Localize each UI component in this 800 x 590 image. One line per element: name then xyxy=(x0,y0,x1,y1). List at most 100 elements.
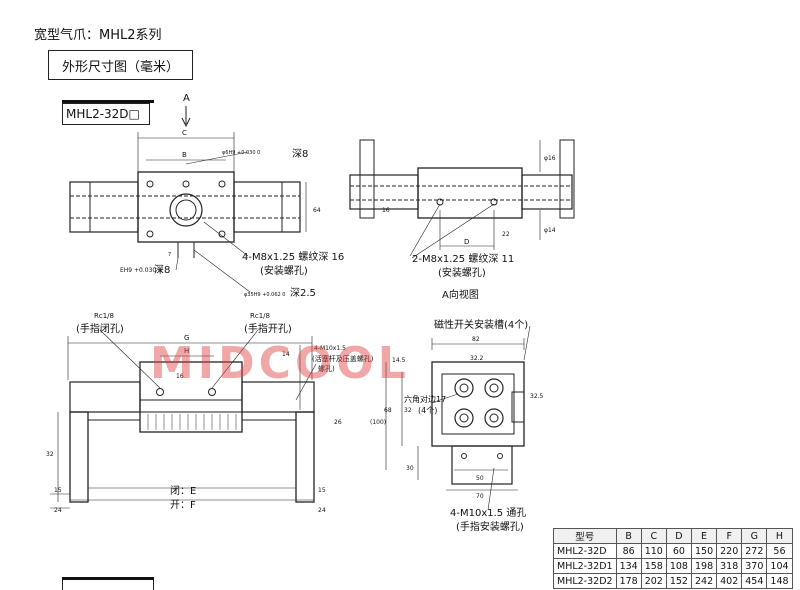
label-a-view: A向视图 xyxy=(442,288,479,301)
table-cell: 56 xyxy=(766,543,793,559)
label-dim-24b: 24 xyxy=(318,507,326,514)
label-phi14: φ14 xyxy=(544,227,556,234)
label-c: C xyxy=(182,129,187,137)
table-cell: F xyxy=(716,528,743,544)
model-label: MHL2-32D□ xyxy=(62,103,150,125)
table-cell: 402 xyxy=(716,573,743,589)
table-cell: B xyxy=(615,528,642,544)
table-cell: MHL2-32D1 xyxy=(553,558,617,574)
label-hex: 六角对边17 xyxy=(404,394,446,404)
label-hex-count: (4个) xyxy=(418,406,437,415)
table-cell: 148 xyxy=(766,573,793,589)
label-open-f: 开：F xyxy=(170,500,196,511)
label-dim-16b: 16 xyxy=(176,373,184,380)
next-model-bar xyxy=(62,577,154,580)
table-cell: 型号 xyxy=(553,528,617,544)
label-dim-30: 30 xyxy=(406,465,414,472)
page-title: 宽型气爪：MHL2系列 xyxy=(34,28,162,43)
top-view-left xyxy=(69,106,307,293)
label-finger-open: (手指开孔) xyxy=(244,322,292,335)
label-mount-screw-1: (安装螺孔) xyxy=(260,264,308,277)
table-cell: 318 xyxy=(716,558,743,574)
label-dim-16: 16 xyxy=(382,207,390,214)
label-dim-32-2: 32.2 xyxy=(470,355,484,362)
label-m10-top-note: (活塞杆及压盖螺孔) xyxy=(312,354,374,363)
label-hole-35: φ35H9 +0.062 0 xyxy=(244,292,285,298)
table-cell: G xyxy=(741,528,768,544)
table-cell: 158 xyxy=(640,558,667,574)
label-dim-14: 14 xyxy=(282,351,290,358)
front-view xyxy=(50,329,317,509)
label-dim-24: 24 xyxy=(54,507,62,514)
table-cell: 178 xyxy=(615,573,642,589)
table-cell: 370 xyxy=(741,558,768,574)
label-depth8-top: 深8 xyxy=(292,148,308,160)
section-title: 外形尺寸图（毫米） xyxy=(48,50,193,80)
table-cell: MHL2-32D xyxy=(553,543,617,559)
label-switch-slot: 磁性开关安装槽(4个) xyxy=(434,318,528,331)
table-cell: 454 xyxy=(741,573,768,589)
watermark: MIDCOOL xyxy=(150,338,410,389)
table-cell: 202 xyxy=(640,573,667,589)
table-cell: 110 xyxy=(640,543,667,559)
table-cell: 242 xyxy=(690,573,718,589)
label-dim-14-5: 14.5 xyxy=(392,357,406,364)
a-view xyxy=(385,325,531,511)
label-dim-68: 68 xyxy=(384,407,392,414)
label-dim-64: 64 xyxy=(313,207,321,214)
model-label-bar xyxy=(62,100,154,103)
label-dim-50: 50 xyxy=(476,475,484,482)
table-cell: 272 xyxy=(741,543,768,559)
label-eh9: EH9 +0.030 0 xyxy=(120,267,162,274)
label-dim-32-left: 32 xyxy=(46,451,54,458)
label-a-arrow: A xyxy=(183,93,190,104)
table-cell: MHL2-32D2 xyxy=(553,573,617,589)
label-m10-bottom-note: (手指安装螺孔) xyxy=(456,520,524,533)
label-b: B xyxy=(182,151,187,159)
table-cell: 60 xyxy=(665,543,692,559)
label-m8-spec-2: 2-M8x1.25 螺纹深 11 xyxy=(412,252,514,265)
label-d: D xyxy=(464,238,469,246)
label-hole-top: φ6H9 +0.030 0 xyxy=(222,150,260,156)
table-cell: 134 xyxy=(615,558,642,574)
table-cell: D xyxy=(665,528,692,544)
table-cell: 86 xyxy=(615,543,642,559)
label-depth8-left: 深8 xyxy=(154,264,170,276)
table-cell: 104 xyxy=(766,558,793,574)
next-model-box xyxy=(62,580,154,590)
table-cell: 108 xyxy=(665,558,692,574)
table-cell: 152 xyxy=(665,573,692,589)
table-cell: 150 xyxy=(690,543,718,559)
label-dim-15b: 15 xyxy=(318,487,326,494)
table-cell: H xyxy=(766,528,793,544)
label-rc-right: Rc1/8 xyxy=(250,312,270,320)
label-close-e: 闭：E xyxy=(170,484,196,497)
label-m8-spec: 4-M8x1.25 螺纹深 16 xyxy=(242,250,344,263)
label-dim-7: 7 xyxy=(168,252,171,258)
label-dim-32-5: 32.5 xyxy=(530,393,544,400)
label-rc-left: Rc1/8 xyxy=(94,312,114,320)
table-cell: C xyxy=(640,528,667,544)
label-g: G xyxy=(184,334,189,342)
table-cell: 198 xyxy=(690,558,718,574)
label-dim-70: 70 xyxy=(476,493,484,500)
label-dim-22: 22 xyxy=(502,231,510,238)
label-dim-82: 82 xyxy=(472,336,480,343)
label-dim-15: 15 xyxy=(54,487,62,494)
label-phi16: φ16 xyxy=(544,155,556,162)
label-dim-32-r: 32 xyxy=(404,407,412,414)
table-cell: E xyxy=(690,528,718,544)
label-mount-screw-2: (安装螺孔) xyxy=(438,266,486,279)
label-m10-top-note2: 螺孔) xyxy=(318,364,335,373)
label-depth2-5: 深2.5 xyxy=(290,287,316,299)
label-m10-bottom: 4-M10x1.5 通孔 xyxy=(450,507,526,519)
table-cell: 220 xyxy=(716,543,743,559)
label-dim-100: (100) xyxy=(370,419,386,426)
label-finger-close: (手指闭孔) xyxy=(76,322,124,335)
